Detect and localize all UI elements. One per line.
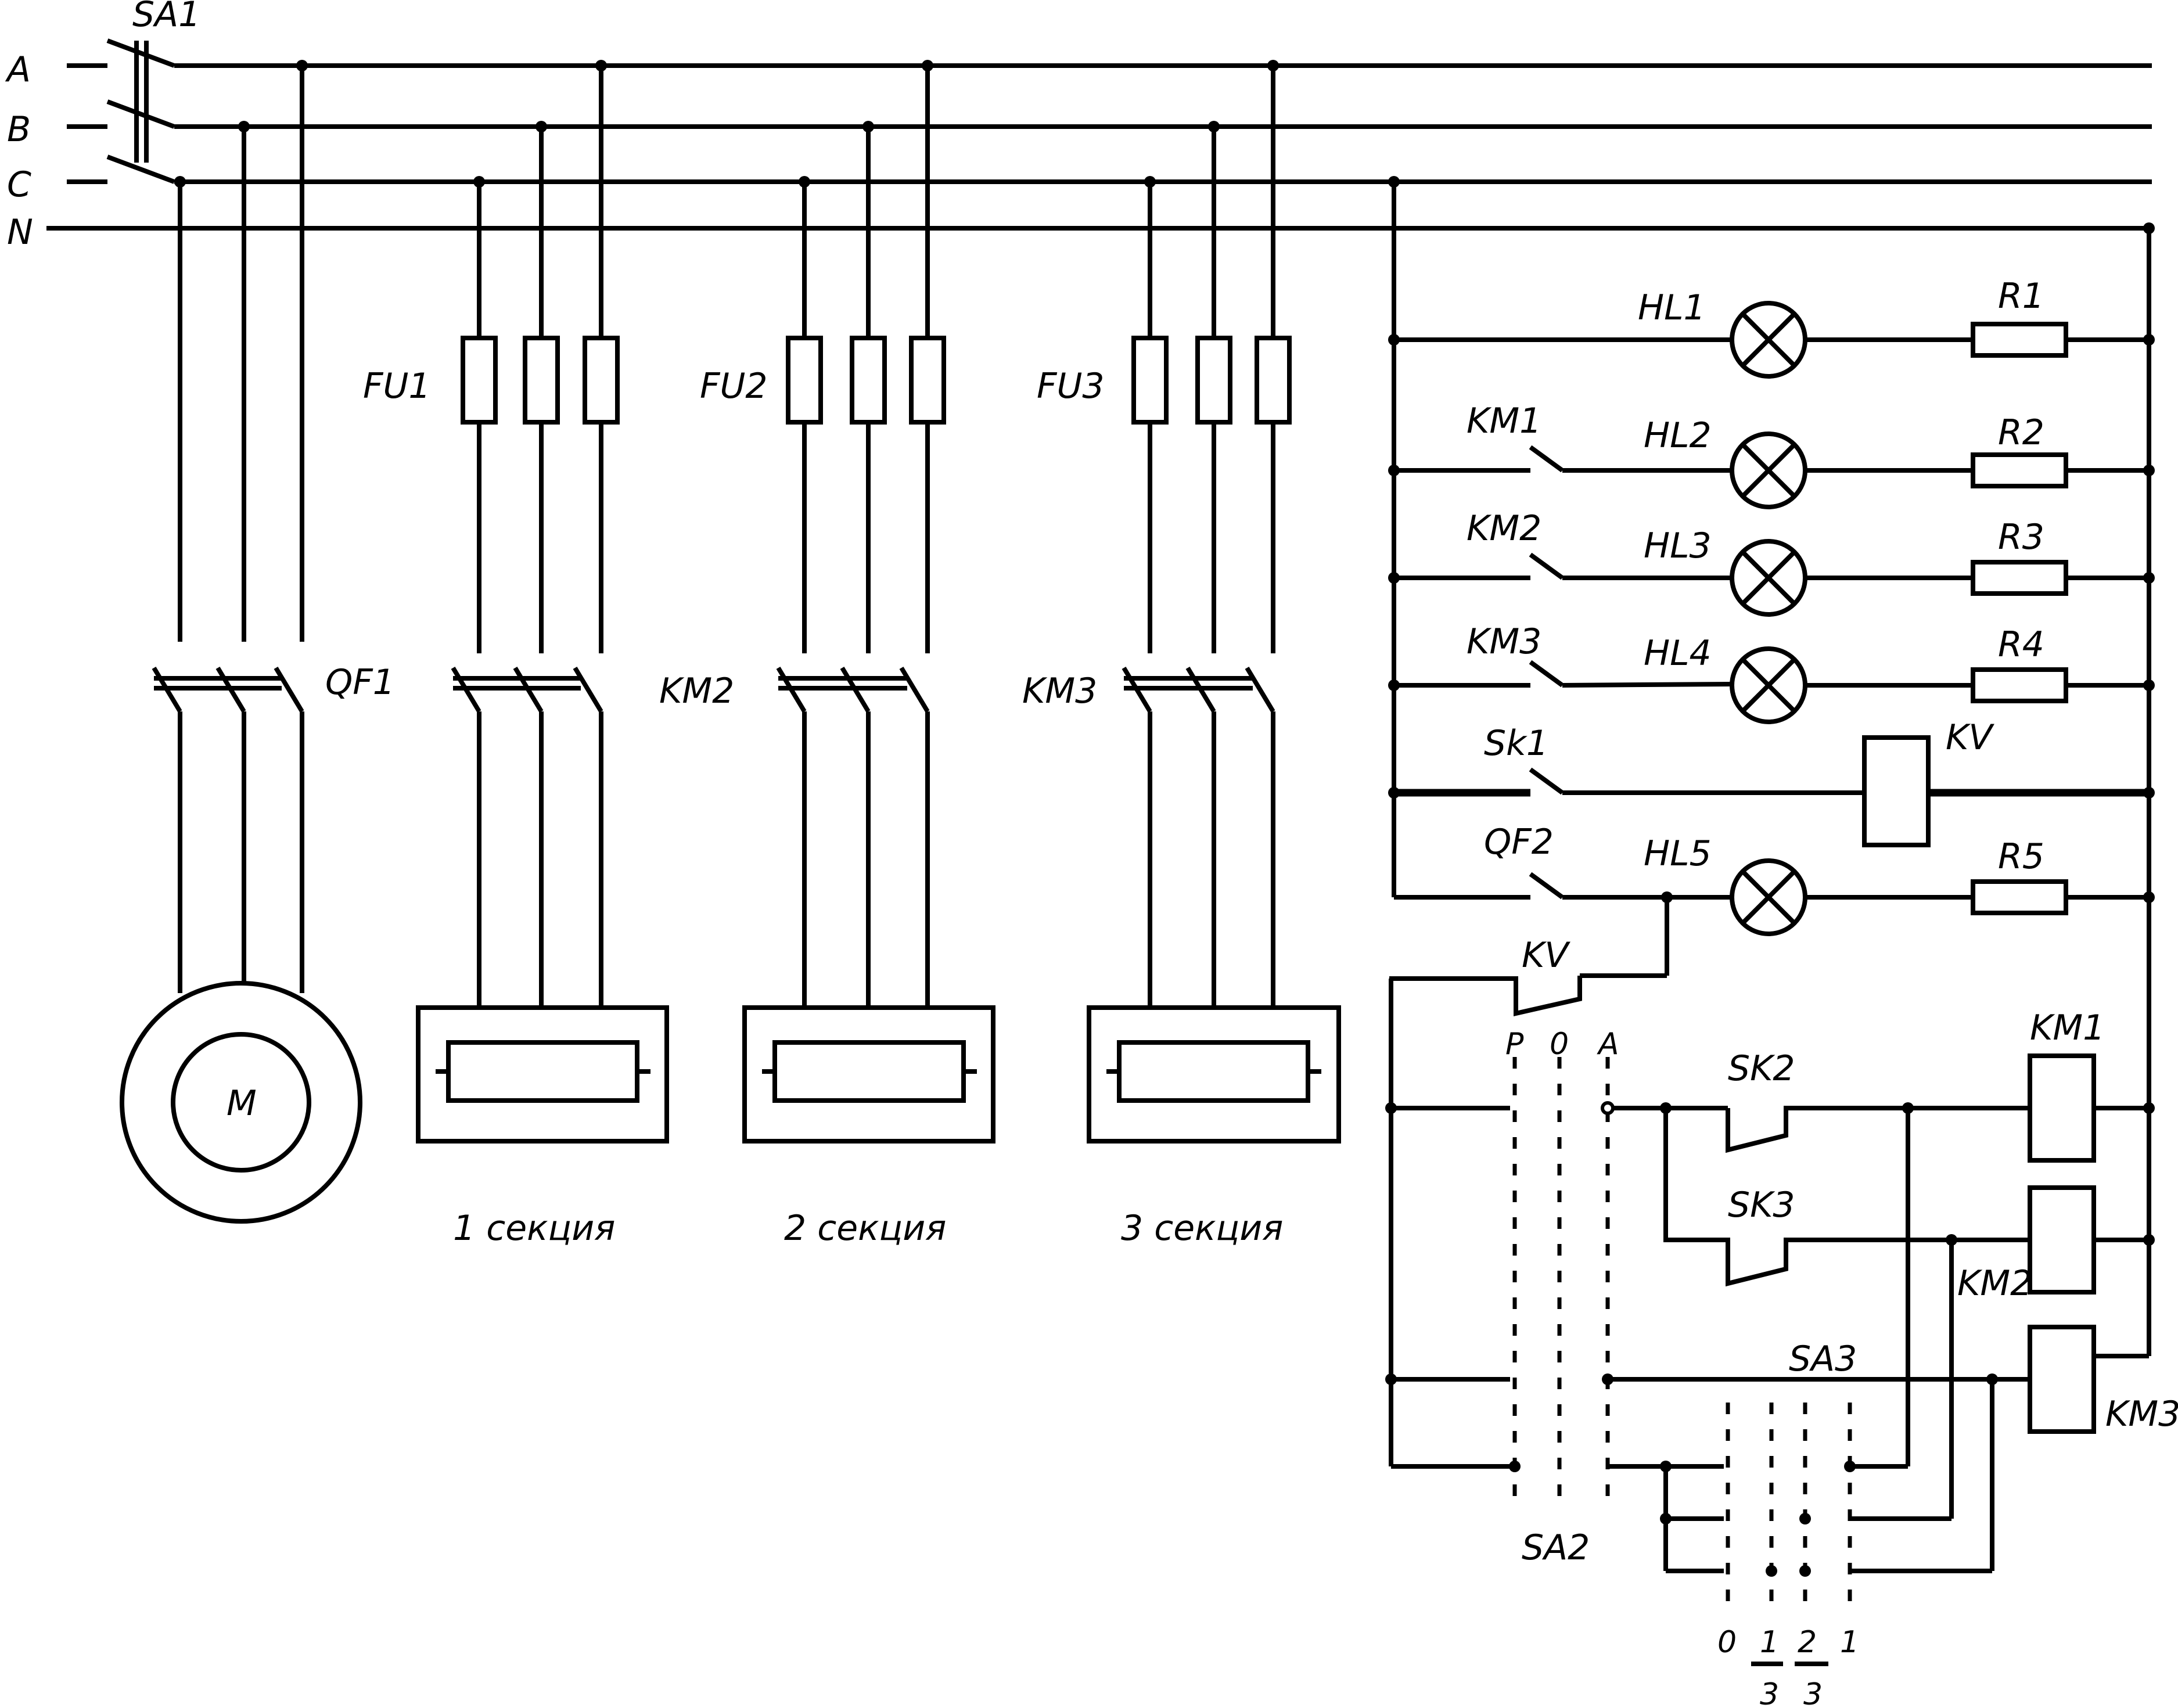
label-motor: M bbox=[227, 1083, 257, 1124]
km3-relay-coil bbox=[2028, 1325, 2096, 1434]
fu2-fuse-3 bbox=[909, 336, 946, 425]
r1-resistor bbox=[1971, 322, 2068, 358]
label-sk2: SK2 bbox=[1728, 1048, 1795, 1089]
hl2-lamp-icon bbox=[1730, 432, 1807, 509]
label-km3-coil: KM3 bbox=[2105, 1394, 2178, 1434]
row-hl5 bbox=[1394, 858, 2155, 936]
label-qf2: QF2 bbox=[1484, 822, 1554, 862]
label-hl3: HL3 bbox=[1644, 526, 1712, 566]
row-hl1 bbox=[1388, 301, 2155, 379]
label-sa3-pos-1-den: 3 bbox=[1760, 1677, 1779, 1708]
heater-2-inner bbox=[772, 1040, 966, 1103]
label-section-2: 2 секция bbox=[784, 1208, 946, 1249]
km2-relay-coil bbox=[2028, 1185, 2096, 1295]
label-sa3-pos-1: 1 bbox=[1840, 1625, 1859, 1660]
label-km2-coil: KM2 bbox=[1957, 1263, 2032, 1304]
r2-resistor bbox=[1971, 452, 2068, 488]
section-2-branch bbox=[742, 60, 995, 1144]
label-km2-contact: KM2 bbox=[1467, 508, 1541, 549]
heater-1-inner bbox=[446, 1040, 639, 1103]
label-hl5: HL5 bbox=[1644, 833, 1712, 874]
label-kv-contact: KV bbox=[1522, 935, 1570, 976]
row-hl2 bbox=[1388, 432, 2155, 509]
label-r1: R1 bbox=[1998, 276, 2044, 317]
fu1-fuse-1 bbox=[461, 336, 498, 425]
label-fu2: FU2 bbox=[700, 366, 768, 407]
bus-label-n: N bbox=[7, 212, 33, 253]
label-section-3: 3 секция bbox=[1121, 1208, 1283, 1249]
label-hl2: HL2 bbox=[1644, 415, 1712, 456]
fu3-fuse-1 bbox=[1131, 336, 1169, 425]
bus-label-b: B bbox=[7, 109, 31, 150]
label-r2: R2 bbox=[1998, 412, 2044, 453]
r5-resistor bbox=[1971, 879, 2068, 915]
label-r5: R5 bbox=[1998, 836, 2044, 877]
label-sk3: SK3 bbox=[1728, 1185, 1795, 1225]
section-3-branch bbox=[1087, 60, 1341, 1144]
label-km3-section: KM3 bbox=[1022, 671, 1097, 711]
sa2-selector bbox=[1391, 1057, 1666, 1504]
r4-resistor bbox=[1971, 667, 2068, 703]
fu2-fuse-2 bbox=[850, 336, 887, 425]
sa1-switch bbox=[106, 38, 175, 184]
label-sa1: SA1 bbox=[132, 0, 200, 35]
label-sa2-pos-a: A bbox=[1597, 1027, 1619, 1062]
label-fu3: FU3 bbox=[1037, 366, 1105, 407]
label-km3-contact: KM3 bbox=[1467, 621, 1541, 662]
bus-label-c: C bbox=[7, 164, 31, 205]
label-sa3-pos-2-num: 2 bbox=[1798, 1625, 1817, 1660]
kv-relay-coil bbox=[1862, 735, 1931, 847]
fu1-fuse-2 bbox=[523, 336, 560, 425]
label-section-1: 1 секция bbox=[453, 1208, 615, 1249]
hl3-lamp-icon bbox=[1730, 539, 1807, 617]
label-hl1: HL1 bbox=[1638, 287, 1706, 328]
label-r4: R4 bbox=[1998, 624, 2044, 665]
label-sa3-pos-1-num: 1 bbox=[1760, 1625, 1779, 1660]
motor-inner-circle bbox=[171, 1032, 311, 1173]
row-sk1 bbox=[1388, 735, 2155, 847]
label-km1-coil: KM1 bbox=[2030, 1008, 2105, 1048]
label-kv-coil: KV bbox=[1946, 717, 1994, 758]
fu3-fuse-3 bbox=[1255, 336, 1292, 425]
label-sa2: SA2 bbox=[1522, 1527, 1590, 1568]
motor-branch bbox=[120, 60, 362, 1224]
label-sk1: Sk1 bbox=[1484, 723, 1548, 764]
label-hl4: HL4 bbox=[1644, 633, 1712, 674]
hl4-lamp-icon bbox=[1730, 646, 1807, 724]
row-hl4 bbox=[1388, 646, 2155, 724]
power-buses bbox=[46, 63, 2152, 231]
kv-contact-circuit bbox=[1385, 897, 1669, 1466]
fu2-fuse-1 bbox=[786, 336, 823, 425]
row-hl3 bbox=[1388, 539, 2155, 617]
hl5-lamp-icon bbox=[1730, 858, 1807, 936]
label-sa2-pos-0: 0 bbox=[1550, 1027, 1569, 1062]
heater-3-inner bbox=[1117, 1040, 1310, 1103]
bus-label-a: A bbox=[5, 49, 31, 90]
label-sa3: SA3 bbox=[1789, 1339, 1857, 1379]
label-km2-section: KM2 bbox=[659, 671, 734, 711]
label-qf1: QF1 bbox=[325, 662, 395, 703]
label-sa2-pos-p: P bbox=[1505, 1027, 1524, 1062]
sa3-selector bbox=[1660, 1108, 1994, 1666]
label-fu1: FU1 bbox=[363, 366, 431, 407]
label-km1-contact: KM1 bbox=[1467, 401, 1541, 441]
km1-relay-coil bbox=[2028, 1053, 2096, 1163]
fu1-fuse-3 bbox=[583, 336, 620, 425]
label-sa3-pos-2-den: 3 bbox=[1803, 1677, 1823, 1708]
section-1-branch bbox=[416, 60, 669, 1144]
label-r3: R3 bbox=[1998, 517, 2044, 558]
r3-resistor bbox=[1971, 560, 2068, 596]
label-sa3-pos-0: 0 bbox=[1717, 1625, 1737, 1660]
fu3-fuse-2 bbox=[1195, 336, 1232, 425]
hl1-lamp-icon bbox=[1730, 301, 1807, 379]
coil-circuit-km1-km2 bbox=[1613, 1053, 2155, 1434]
